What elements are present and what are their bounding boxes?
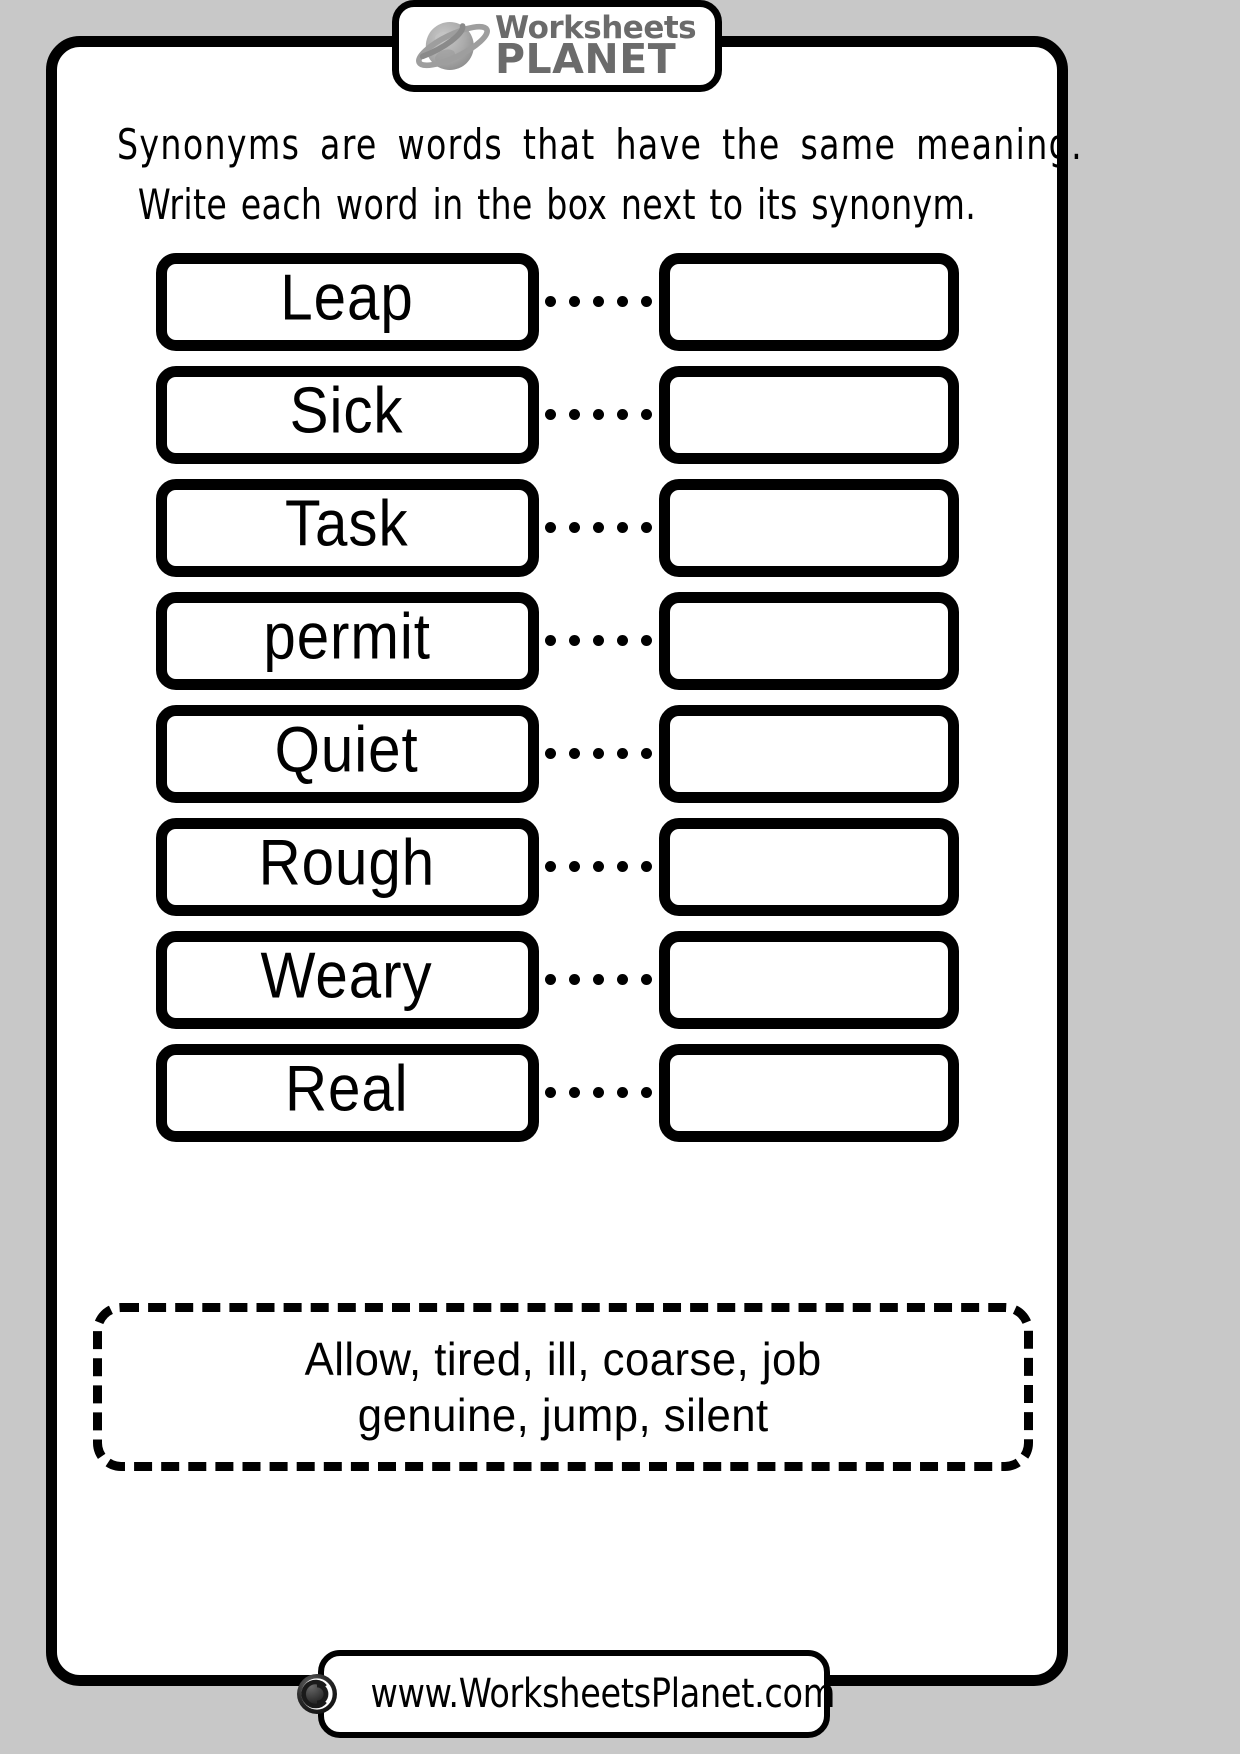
saturn-planet-icon [413, 10, 493, 82]
answer-box[interactable] [658, 1043, 959, 1142]
dot-icon [593, 296, 604, 307]
dot-icon [545, 1087, 556, 1098]
dot-icon [641, 861, 652, 872]
connector-dots [539, 974, 659, 985]
dot-icon [569, 296, 580, 307]
brand-logo-badge: Worksheets PLANET [392, 0, 722, 92]
dot-icon [641, 296, 652, 307]
word-box: Sick [155, 365, 539, 464]
dot-icon [617, 409, 628, 420]
word-bank: Allow, tired, ill, coarse, job genuine, … [93, 1303, 1033, 1471]
dot-icon [569, 409, 580, 420]
dot-icon [593, 1087, 604, 1098]
word-bank-line-1: Allow, tired, ill, coarse, job [304, 1332, 822, 1385]
dot-icon [545, 409, 556, 420]
dot-icon [593, 522, 604, 533]
dot-icon [569, 522, 580, 533]
matching-row: Task [57, 471, 1057, 584]
matching-row: Weary [57, 923, 1057, 1036]
answer-box[interactable] [658, 365, 959, 464]
word-box: permit [155, 591, 539, 690]
dot-icon [593, 748, 604, 759]
word-label: Quiet [274, 714, 419, 787]
instruction-line-1: Synonyms are words that have the same me… [117, 120, 1083, 169]
matching-row: Rough [57, 810, 1057, 923]
dot-icon [545, 748, 556, 759]
dot-icon [617, 635, 628, 646]
dot-icon [617, 974, 628, 985]
dot-icon [569, 861, 580, 872]
dot-icon [593, 409, 604, 420]
dot-icon [545, 296, 556, 307]
connector-dots [539, 1087, 659, 1098]
word-label: Real [285, 1053, 409, 1126]
dot-icon [593, 635, 604, 646]
dot-icon [545, 861, 556, 872]
word-box: Leap [155, 252, 539, 351]
word-box: Weary [155, 930, 539, 1029]
answer-box[interactable] [658, 704, 959, 803]
answer-box[interactable] [658, 252, 959, 351]
connector-dots [539, 409, 659, 420]
answer-box[interactable] [658, 478, 959, 577]
word-label: Weary [260, 940, 434, 1013]
matching-row: Sick [57, 358, 1057, 471]
connector-dots [539, 522, 659, 533]
word-label: Leap [280, 262, 414, 335]
word-label: Sick [290, 375, 404, 448]
word-box: Real [155, 1043, 539, 1142]
word-box: Task [155, 478, 539, 577]
brand-logo-line-1: Worksheets [495, 10, 697, 47]
matching-rows: Leap Sick [57, 245, 1057, 1149]
matching-row: Real [57, 1036, 1057, 1149]
brand-logo-line-2: PLANET [495, 35, 677, 84]
worksheet-sheet: Synonyms are words that have the same me… [46, 36, 1083, 1686]
copyright-icon [295, 1672, 339, 1716]
brand-logo-wordmark: Worksheets PLANET [495, 10, 697, 84]
answer-box[interactable] [658, 930, 959, 1029]
dot-icon [545, 635, 556, 646]
dot-icon [617, 748, 628, 759]
answer-box[interactable] [658, 817, 959, 916]
dot-icon [545, 522, 556, 533]
matching-row: Leap [57, 245, 1057, 358]
instructions-block: Synonyms are words that have the same me… [117, 115, 1083, 234]
dot-icon [641, 748, 652, 759]
answer-box[interactable] [658, 591, 959, 690]
dot-icon [617, 1087, 628, 1098]
dot-icon [617, 861, 628, 872]
dot-icon [641, 1087, 652, 1098]
dot-icon [569, 1087, 580, 1098]
connector-dots [539, 296, 659, 307]
dot-icon [641, 522, 652, 533]
connector-dots [539, 748, 659, 759]
matching-row: permit [57, 584, 1057, 697]
dot-icon [545, 974, 556, 985]
dot-icon [569, 635, 580, 646]
dot-icon [641, 409, 652, 420]
dot-icon [569, 748, 580, 759]
dot-icon [593, 861, 604, 872]
word-label: Task [285, 488, 409, 561]
word-box: Quiet [155, 704, 539, 803]
footer-badge: www.WorksheetsPlanet.com [297, 1650, 836, 1738]
dot-icon [593, 974, 604, 985]
dot-icon [569, 974, 580, 985]
dot-icon [617, 522, 628, 533]
word-label: Rough [258, 827, 436, 900]
matching-row: Quiet [57, 697, 1057, 810]
connector-dots [539, 635, 659, 646]
word-label: permit [263, 601, 431, 674]
dot-icon [641, 635, 652, 646]
instruction-line-2: Write each word in the box next to its s… [137, 179, 977, 229]
connector-dots [539, 861, 659, 872]
dot-icon [617, 296, 628, 307]
footer-url-text: www.WorksheetsPlanet.com [370, 1671, 836, 1717]
word-box: Rough [155, 817, 539, 916]
word-bank-line-2: genuine, jump, silent [357, 1389, 769, 1441]
dot-icon [641, 974, 652, 985]
